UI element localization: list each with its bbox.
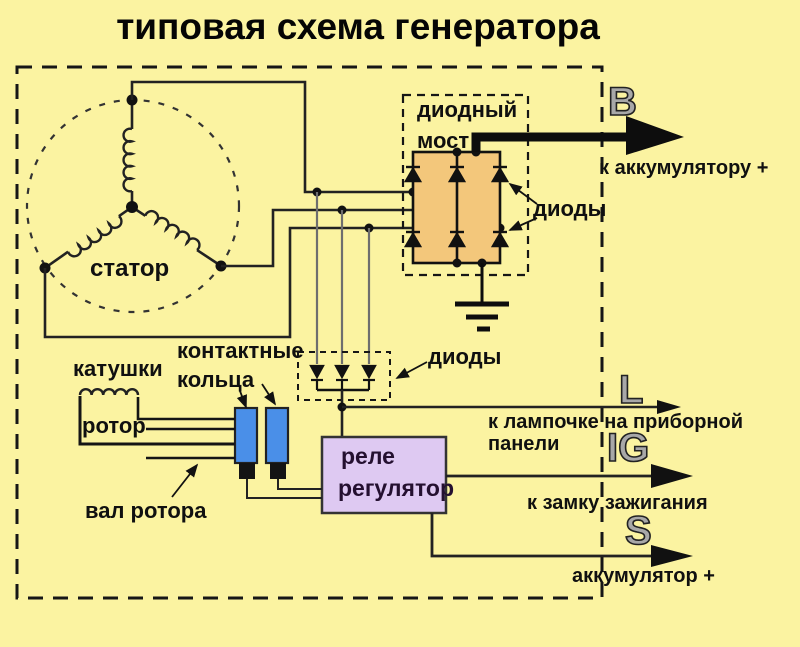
- brush-icon: [270, 463, 286, 479]
- terminal-b-caption: к аккумулятору +: [599, 157, 769, 179]
- ig-arrowhead: [651, 464, 693, 488]
- terminal-l-letter: L: [618, 368, 644, 412]
- diode-icon: [403, 230, 423, 248]
- bridge-diodes-arrow: [508, 217, 538, 231]
- terminal-ig-letter: IG: [606, 426, 650, 470]
- relay-regulator-box: [320, 435, 448, 515]
- diode-icon: [309, 364, 325, 390]
- aux-diode-feed-wires: [315, 192, 371, 364]
- diode-icon: [490, 165, 510, 183]
- brush-icon: [239, 463, 255, 479]
- terminal-s-letter: S: [624, 509, 652, 553]
- contact-rings-label-2: кольца: [177, 367, 255, 392]
- diode-icon: [403, 165, 423, 183]
- bridge-diodes: [403, 165, 510, 248]
- rotor-label: ротор: [82, 413, 146, 438]
- stator-label: статор: [90, 255, 170, 282]
- annotation-arrows: [171, 182, 538, 498]
- contact-ring-arrow: [261, 383, 276, 406]
- bridge-diodes-arrow: [508, 182, 538, 205]
- slip-rings: [233, 406, 322, 499]
- aux-diodes-label: диоды: [428, 344, 502, 369]
- diode-icon: [447, 230, 467, 248]
- rotor-assembly: [78, 388, 235, 460]
- rotor-shaft-arrow: [171, 463, 199, 498]
- s-arrowhead: [651, 545, 693, 567]
- diode-icon: [447, 165, 467, 183]
- contact-rings-label-1: контактные: [177, 338, 304, 363]
- rotor-coil-icon: [78, 388, 140, 396]
- b-arrowhead: [626, 116, 684, 155]
- b-terminal-wire: [471, 116, 684, 155]
- bridge-diodes-label: диоды: [533, 196, 607, 221]
- diode-bridge-label-1: диодный: [417, 97, 518, 122]
- terminal-b-letter: B: [607, 80, 637, 124]
- diode-bridge-label-2: мост: [417, 128, 470, 153]
- relay-label-1: реле: [341, 443, 395, 469]
- diode-icon: [361, 364, 377, 390]
- aux-diodes: [309, 364, 377, 392]
- ig-terminal-wire: [446, 464, 693, 488]
- generator-housing-border: [15, 65, 604, 600]
- l-terminal-wire: [342, 400, 681, 414]
- terminal-ig-caption: к замку зажигания: [527, 492, 708, 514]
- l-arrowhead: [657, 400, 681, 414]
- terminal-s-caption: аккумулятор +: [572, 565, 715, 587]
- aux-diodes-arrow: [395, 361, 428, 379]
- page-title: типовая схема генератора: [116, 6, 600, 47]
- terminal-l-caption: к лампочке на приборной панели: [488, 411, 744, 455]
- stator-windings: [39, 94, 227, 277]
- rotor-shaft-label: вал ротора: [85, 498, 207, 523]
- s-terminal-wire: [430, 513, 693, 567]
- rotor-coils-label: катушки: [73, 356, 163, 381]
- relay-label-2: регулятор: [338, 475, 454, 501]
- ground-icon: [455, 263, 509, 332]
- aux-diodes-dashed-box: [297, 351, 391, 401]
- diode-icon: [334, 364, 350, 390]
- diode-icon: [490, 230, 510, 248]
- contact-ring-arrow: [236, 390, 247, 409]
- stator-phase-wires: [43, 80, 500, 339]
- diode-bridge-dashed-box: [401, 93, 530, 277]
